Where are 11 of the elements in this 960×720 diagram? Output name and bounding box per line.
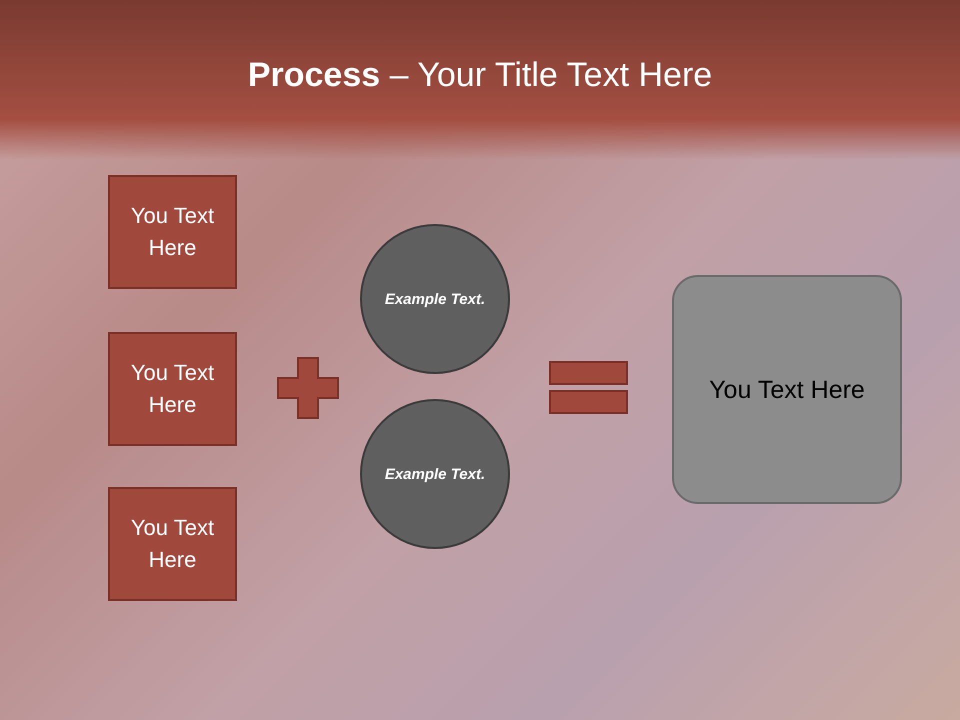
process-box (108, 175, 237, 289)
result-box (672, 275, 902, 504)
node-text: Example Text. (384, 464, 486, 484)
node-text: You Text Here (130, 514, 216, 574)
node-text: You Text Here (709, 374, 865, 406)
node-text: You Text Here (130, 359, 216, 419)
process-box (108, 487, 237, 601)
process-box (108, 332, 237, 446)
title: Process – Your Title Text Here (248, 55, 712, 96)
node-text: You Text Here (130, 202, 216, 262)
node-text: Example Text. (384, 290, 486, 310)
